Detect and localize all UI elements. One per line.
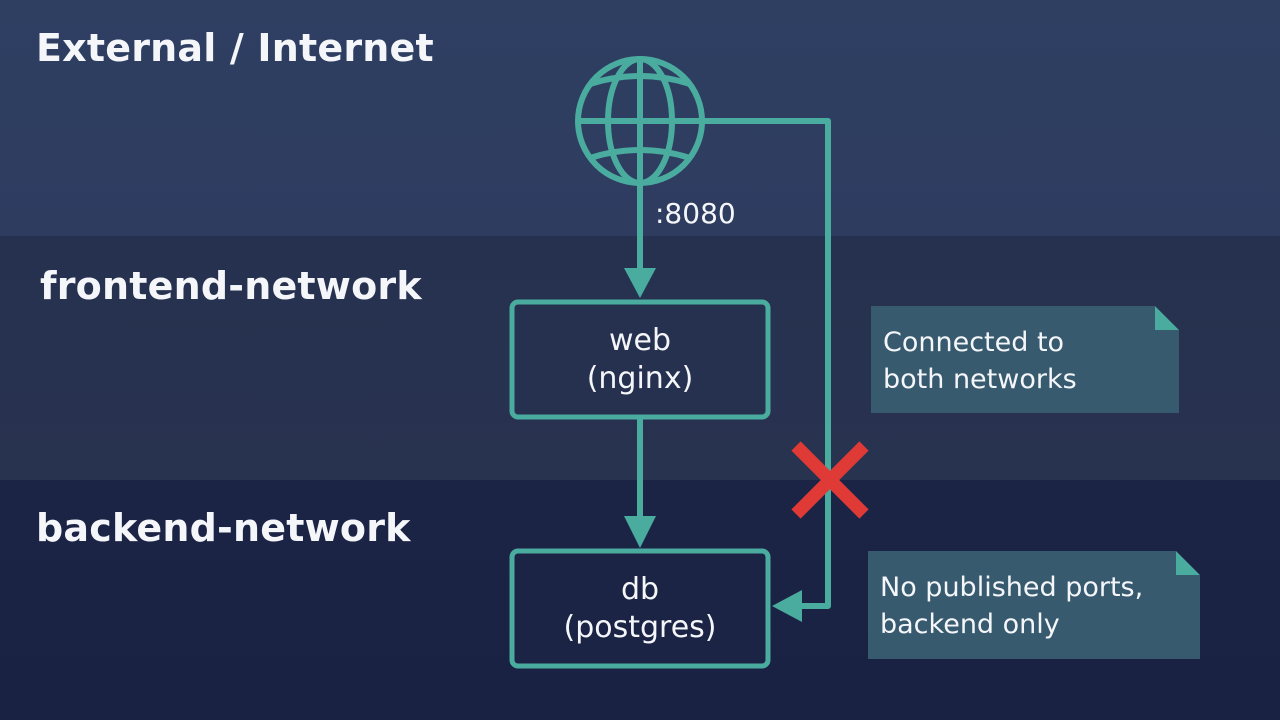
node-web-label: web (nginx)	[512, 322, 768, 398]
node-web-name: web	[608, 323, 672, 358]
node-db-image: (postgres)	[563, 610, 717, 645]
note-web-line2: both networks	[883, 364, 1077, 395]
globe-icon	[575, 56, 705, 186]
port-label: :8080	[655, 197, 736, 230]
note-db-line2: backend only	[880, 609, 1060, 640]
arrowhead-icon	[772, 590, 802, 622]
zone-label-backend: backend-network	[36, 506, 411, 550]
arrowhead-icon	[624, 268, 656, 298]
node-web-box[interactable]	[509, 299, 771, 420]
edge-web-to-db	[624, 419, 656, 548]
note-web-line1: Connected to	[883, 327, 1065, 358]
node-db-name: db	[620, 572, 660, 607]
node-web-image: (nginx)	[586, 361, 694, 396]
node-db-box[interactable]	[509, 548, 771, 669]
zone-label-frontend: frontend-network	[40, 264, 422, 308]
zone-label-external: External / Internet	[36, 26, 434, 70]
blocked-x-icon	[791, 441, 869, 519]
note-db-line1: No published ports,	[880, 572, 1144, 603]
note-web: Connected to both networks	[871, 306, 1179, 413]
note-db: No published ports, backend only	[868, 551, 1200, 659]
node-db-label: db (postgres)	[512, 571, 768, 647]
edge-internet-to-db	[702, 118, 831, 622]
arrowhead-icon	[624, 516, 656, 548]
edge-internet-to-web	[624, 183, 656, 298]
